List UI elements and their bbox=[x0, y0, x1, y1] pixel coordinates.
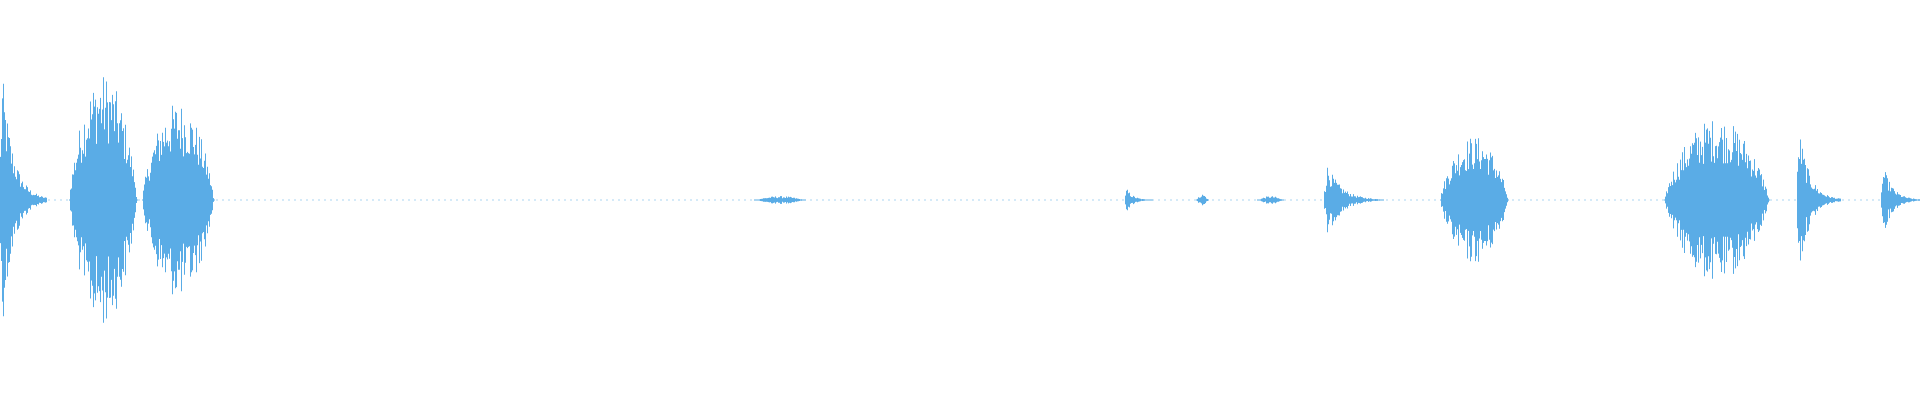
waveform-samples-blip-1 bbox=[754, 196, 806, 204]
waveform-samples bbox=[0, 77, 1920, 323]
waveform-samples-burst-8 bbox=[1797, 139, 1841, 261]
waveform-segment-blip-1 bbox=[754, 196, 806, 204]
waveform-samples-burst-4 bbox=[1125, 189, 1153, 211]
waveform-samples-burst-3 bbox=[142, 105, 215, 295]
waveform-samples-burst-7 bbox=[1664, 121, 1770, 279]
waveform-segment-burst-6 bbox=[1440, 138, 1509, 262]
waveform-segment-blip-2 bbox=[1196, 194, 1209, 206]
waveform-segment-burst-5 bbox=[1324, 167, 1384, 233]
waveform-segment-blip-3 bbox=[1257, 196, 1284, 204]
waveform-samples-blip-3 bbox=[1257, 196, 1284, 204]
waveform-segment-burst-7 bbox=[1664, 121, 1770, 279]
waveform-samples-burst-6 bbox=[1440, 138, 1509, 262]
waveform-samples-blip-2 bbox=[1196, 194, 1209, 206]
waveform-segment-burst-2 bbox=[69, 77, 138, 323]
waveform-segment-burst-1 bbox=[0, 83, 47, 317]
waveform-samples-burst-9 bbox=[1881, 172, 1920, 228]
waveform-segment-burst-9 bbox=[1881, 172, 1920, 228]
waveform-segment-burst-3 bbox=[142, 105, 215, 295]
waveform-samples-burst-2 bbox=[69, 77, 138, 323]
waveform-samples-burst-1 bbox=[0, 83, 47, 317]
waveform-samples-burst-5 bbox=[1324, 167, 1384, 233]
waveform-segment-burst-8 bbox=[1797, 139, 1841, 261]
waveform-segment-burst-4 bbox=[1125, 189, 1153, 211]
